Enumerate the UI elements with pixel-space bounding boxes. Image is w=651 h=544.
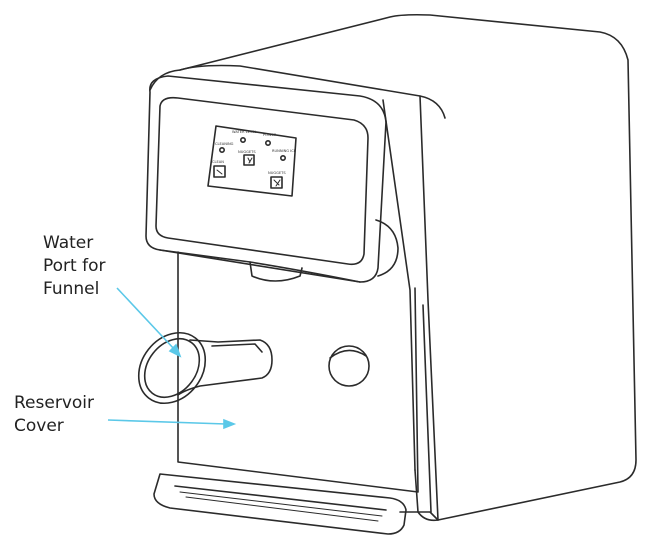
hood-lower-lip [159,249,361,283]
power-label: POWER [263,133,277,137]
funnel-handle [177,339,273,396]
reservoir-arrowhead [223,418,237,430]
reservoir-label: Reservoir Cover [14,392,94,438]
funnel-bowl [137,332,207,404]
ice-chute [249,261,303,282]
nuggets-label-left: NUGGETS [238,150,256,154]
cabinet-side-groove [422,304,432,513]
water-port-arrowhead [168,343,182,358]
drip-tray [153,473,407,535]
water-level-indicator [240,137,247,144]
control-hood-inner [155,96,369,266]
clean-button-icon [213,165,226,178]
cabinet-side-edge [419,95,439,521]
hood-side-tab [375,219,399,277]
reservoir-cover [177,251,419,493]
nuggets-button-left [243,154,255,166]
cabinet-top-edge [179,64,446,119]
water-port-label-line: Funnel [43,279,100,299]
reservoir-label-line: Cover [14,416,64,436]
cabinet-front-right-edge [382,99,416,471]
water-port-arrow [116,287,176,351]
running-ice-label: RUNNING ICE [272,149,297,153]
nuggets-label-right: NUGGETS [268,171,286,175]
cleaning-indicator [219,147,226,154]
power-indicator [264,140,271,147]
reservoir-label-line: Reservoir [14,393,94,413]
water-port-label: Water Port for Funnel [43,232,105,301]
cabinet-body [149,13,637,522]
control-hood [145,75,387,283]
nuggets-button-right [270,176,283,189]
water-port-label-line: Water [43,233,94,253]
cleaning-label: CLEANING [215,142,234,146]
water-level-window [328,345,370,387]
reservoir-arrow [107,419,227,425]
water-port-label-line: Port for [43,256,106,276]
clean-label: CLEAN [212,160,224,164]
water-level-label: WATER LEVEL [232,130,257,134]
running-ice-indicator [279,155,286,162]
control-panel [207,125,297,197]
